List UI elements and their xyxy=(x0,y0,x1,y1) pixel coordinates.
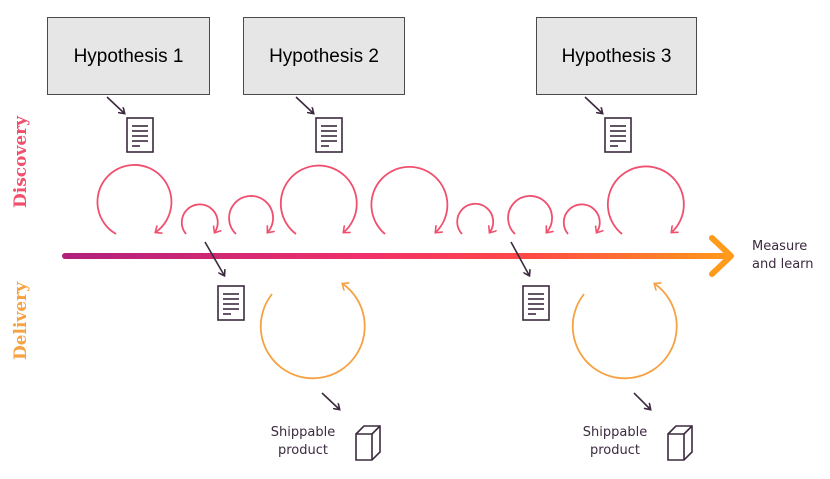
discovery-loops xyxy=(96,164,685,235)
arrow-icon xyxy=(633,392,650,409)
delivery-loops xyxy=(259,284,678,380)
document-icon xyxy=(604,117,632,153)
shippable-product-1-label: Shippable product xyxy=(258,424,348,460)
arrow-icon xyxy=(321,392,339,409)
loop-icon xyxy=(228,195,273,235)
document-icon xyxy=(315,117,343,153)
timeline-arrow xyxy=(62,235,734,277)
delivery-track-label: Delivery xyxy=(11,281,31,360)
document-icon xyxy=(217,285,245,321)
document-icon xyxy=(126,117,154,153)
shippable-line2: product xyxy=(277,443,328,458)
loop-icon xyxy=(456,202,493,235)
discovery-track-label: Discovery xyxy=(11,116,31,208)
document-icon xyxy=(522,285,550,321)
hypothesis-3-box: Hypothesis 3 xyxy=(536,17,697,95)
arrow-icon xyxy=(204,241,224,275)
arrow-icon xyxy=(106,96,124,113)
loop-icon xyxy=(607,165,685,235)
arrow-icon xyxy=(295,96,313,113)
box-icon xyxy=(667,425,693,461)
loop-icon xyxy=(507,195,552,235)
hypothesis-2-box: Hypothesis 2 xyxy=(243,17,405,95)
loop-icon xyxy=(96,164,173,235)
measure-line1: Measure xyxy=(752,239,808,254)
box-icon xyxy=(355,425,381,461)
loop-icon xyxy=(571,284,678,380)
measure-line2: and learn xyxy=(752,257,814,272)
hypothesis-2-label: Hypothesis 2 xyxy=(269,46,379,67)
arrow-icon xyxy=(584,96,602,113)
hypothesis-1-box: Hypothesis 1 xyxy=(47,17,210,95)
arrow-icon xyxy=(510,241,529,275)
hypothesis-3-label: Hypothesis 3 xyxy=(561,46,672,67)
hypothesis-1-label: Hypothesis 1 xyxy=(73,46,184,67)
shippable-product-2-label: Shippable product xyxy=(570,424,660,460)
loop-icon xyxy=(259,284,366,380)
loop-icon xyxy=(279,164,358,235)
shippable-line1: Shippable xyxy=(582,425,648,440)
measure-and-learn-label: Measure and learn xyxy=(752,238,830,274)
shippable-line1: Shippable xyxy=(270,425,336,440)
shippable-line2: product xyxy=(589,443,640,458)
loop-icon xyxy=(180,203,218,235)
loop-icon xyxy=(370,165,449,235)
loop-icon xyxy=(562,203,600,235)
